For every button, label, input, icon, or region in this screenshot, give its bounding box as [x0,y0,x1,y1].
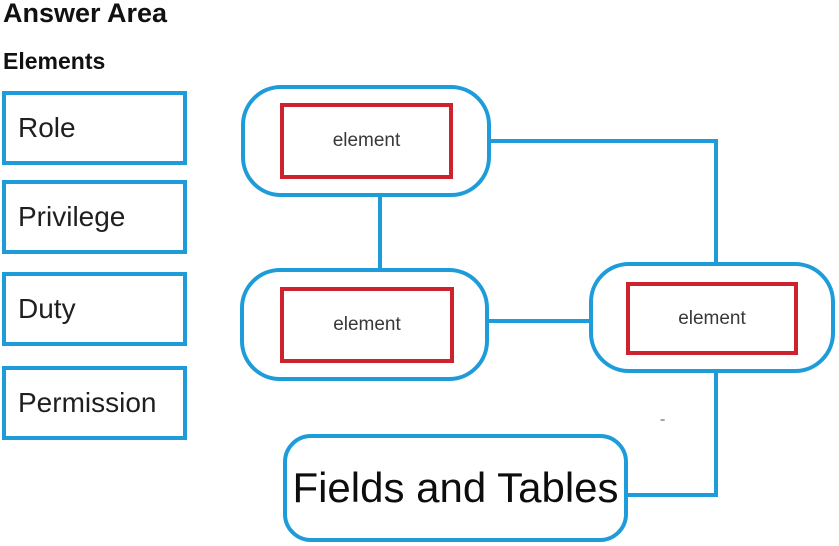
connector-right-to-fields-vertical [714,371,718,497]
diagram-node-top: element [241,85,491,197]
connector-top-to-middle [378,195,382,271]
diagram-node-right: element [589,262,835,373]
diagram-node-middle: element [240,268,489,381]
element-option-label: Privilege [18,201,126,232]
connector-top-to-right-vertical [714,139,718,265]
connector-middle-to-right [487,319,592,323]
element-option-permission[interactable]: Permission [2,366,187,440]
page-title: Answer Area [3,0,168,28]
drop-slot-label: element [332,130,401,151]
drop-slot-label: element [678,307,746,329]
element-option-label: Role [18,112,76,143]
elements-heading: Elements [3,48,106,74]
drop-slot-middle[interactable]: element [280,287,454,363]
element-option-label: Duty [18,293,76,324]
element-option-label: Permission [18,387,157,418]
element-option-privilege[interactable]: Privilege [2,180,187,254]
fields-and-tables-node: Fields and Tables [283,434,628,542]
connector-right-to-fields-horizontal [626,493,718,497]
drop-slot-top[interactable]: element [280,103,453,179]
connector-top-to-right-horizontal [489,139,718,143]
element-option-duty[interactable]: Duty [2,272,187,346]
drop-slot-label: element [333,314,401,335]
element-option-role[interactable]: Role [2,91,187,165]
stray-dash-mark: - [660,411,666,428]
fields-and-tables-label: Fields and Tables [292,464,619,511]
drop-slot-right[interactable]: element [626,282,798,355]
